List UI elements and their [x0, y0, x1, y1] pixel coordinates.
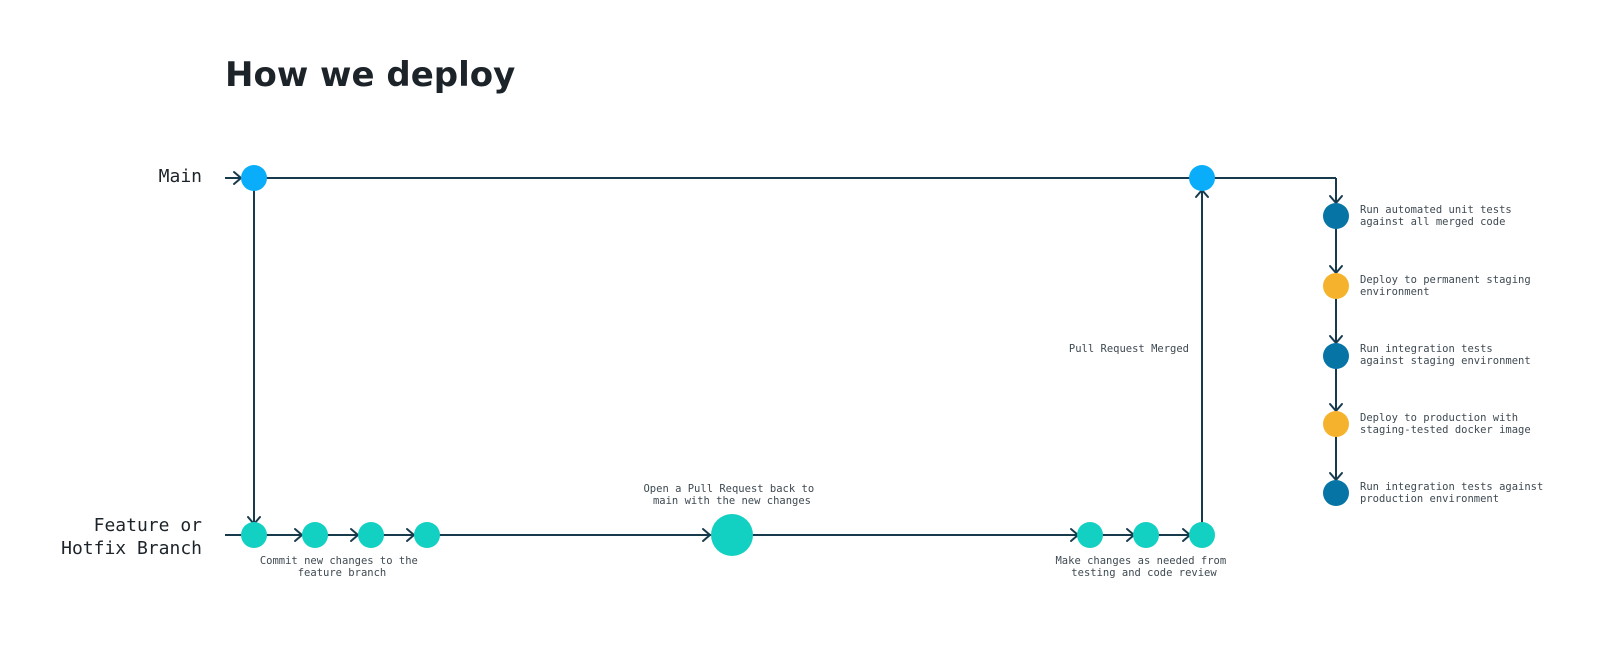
pull-request-node	[711, 514, 753, 556]
pipeline-step-1: Run automated unit tests against all mer…	[1360, 204, 1518, 228]
pipeline-step-5: Run integration tests against production…	[1360, 481, 1550, 505]
open-pr-note: Open a Pull Request back to main with th…	[643, 483, 820, 507]
commit-note-line1: Commit new changes to the	[260, 555, 418, 567]
pipeline-step-4: Deploy to production with staging-tested…	[1360, 412, 1531, 436]
pipeline-step-1-line2: against all merged code	[1360, 216, 1505, 228]
commit-node-2	[358, 522, 384, 548]
pipeline-step-5-line1: Run integration tests against	[1360, 481, 1543, 493]
pipeline-step-1-line1: Run automated unit tests	[1360, 204, 1512, 216]
pipeline-step-2-line1: Deploy to permanent staging	[1360, 274, 1531, 286]
open-pr-note-line1: Open a Pull Request back to	[643, 483, 814, 495]
lane-label-feature-line1: Feature or	[94, 515, 203, 536]
pipeline-step-4-line2: staging-tested docker image	[1360, 424, 1531, 436]
commit-node-1	[302, 522, 328, 548]
make-changes-note-line1: Make changes as needed from	[1055, 555, 1226, 567]
pipeline-node-production-deploy	[1323, 411, 1349, 437]
main-start-node	[241, 165, 267, 191]
pipeline-step-2-line2: environment	[1360, 286, 1430, 298]
pipeline-node-staging-deploy	[1323, 273, 1349, 299]
lane-label-main: Main	[159, 166, 202, 187]
pipeline-step-3: Run integration tests against staging en…	[1360, 343, 1531, 367]
pipeline-step-3-line1: Run integration tests	[1360, 343, 1493, 355]
make-changes-note-line2: testing and code review	[1071, 567, 1217, 579]
pipeline-step-5-line2: production environment	[1360, 493, 1499, 505]
change-node-2	[1133, 522, 1159, 548]
main-merge-node	[1189, 165, 1215, 191]
lane-label-feature-line2: Hotfix Branch	[61, 538, 202, 559]
page-title: How we deploy	[225, 55, 515, 95]
branch-arrow-pr	[702, 528, 711, 542]
branch-start-node	[241, 522, 267, 548]
pipeline-step-4-line1: Deploy to production with	[1360, 412, 1518, 424]
make-changes-note: Make changes as needed from testing and …	[1055, 555, 1232, 579]
pipeline-step-3-line2: against staging environment	[1360, 355, 1531, 367]
pipeline-step-2: Deploy to permanent staging environment	[1360, 274, 1537, 298]
commit-node-3	[414, 522, 440, 548]
change-node-3	[1189, 522, 1215, 548]
merged-note-line1: Pull Request Merged	[1069, 343, 1189, 355]
change-node-1	[1077, 522, 1103, 548]
commit-note: Commit new changes to the feature branch	[260, 555, 424, 579]
open-pr-note-line2: main with the new changes	[653, 495, 811, 507]
pipeline-node-production-tests	[1323, 480, 1349, 506]
pipeline-node-unit-tests	[1323, 203, 1349, 229]
merged-note: Pull Request Merged	[1069, 343, 1189, 355]
pipeline-node-staging-tests	[1323, 343, 1349, 369]
commit-note-line2: feature branch	[298, 567, 387, 579]
